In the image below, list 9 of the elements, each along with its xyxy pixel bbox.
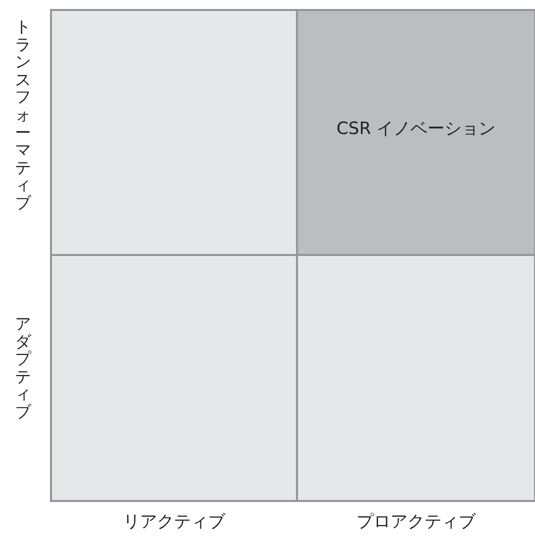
quadrant-box [50, 9, 298, 256]
axis-label: アダプティブ [15, 315, 31, 421]
quadrant-box [296, 9, 535, 256]
axis-label: プロアクティブ [356, 512, 476, 534]
quadrant-label: CSR イノベーション [336, 119, 496, 140]
axis-label: トランスフォーマティブ [15, 18, 31, 212]
axis-label: リアクティブ [123, 512, 225, 534]
quadrant-box [296, 254, 535, 502]
quadrant-box [50, 254, 298, 502]
